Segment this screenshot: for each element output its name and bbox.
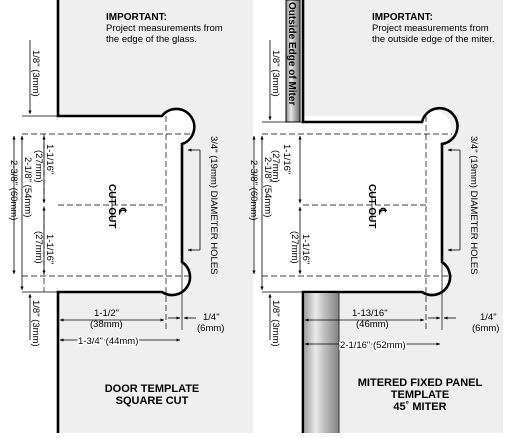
door-dim-total: 2-3/8" (60mm) xyxy=(8,160,19,220)
miter-dim-upper-half-mm: (27mm) xyxy=(270,150,281,183)
door-dim-upper-half: 1-1/16" xyxy=(44,144,55,174)
door-title-line2: SQUARE CUT xyxy=(116,395,189,407)
door-dim-lower-half-mm: (27mm) xyxy=(33,231,44,264)
door-note-line1: Project measurements from xyxy=(106,23,223,34)
miter-title-line2: TEMPLATE xyxy=(391,389,449,401)
door-dim-lower-half: 1-1/16" xyxy=(44,234,55,264)
miter-dim-upper-half: 1-1/16" xyxy=(281,144,292,174)
door-dim-top: 1/8" (3mm) xyxy=(30,50,41,97)
miter-edge-bottom xyxy=(303,293,339,433)
miter-dim-total: 2-3/8" (60mm) xyxy=(248,160,259,220)
door-note-line2: the edge of the glass. xyxy=(106,34,197,45)
mitered-template: Outside Edge of Miter IMPORTANT: Project… xyxy=(248,0,503,433)
door-dim-right: 1/4" xyxy=(203,312,220,323)
mitered-glass-panel xyxy=(303,0,503,433)
miter-dim-lower-half: 1-1/16" xyxy=(300,234,311,264)
miter-title-line3: 45˚ MITER xyxy=(393,401,446,413)
miter-note-line1: Project measurements from xyxy=(372,23,489,34)
door-dim-upper-half-mm: (27mm) xyxy=(33,150,44,183)
miter-dim-top: 1/8" (3mm) xyxy=(270,50,281,97)
door-dim-bottom: 1/8" (3mm) xyxy=(30,300,41,347)
miter-note-title: IMPORTANT: xyxy=(372,12,433,23)
door-dim-middle: 2-1/8" (54mm) xyxy=(22,157,33,217)
miter-dim-middle: 2-1/8" (54mm) xyxy=(262,157,273,217)
miter-cutout-label: CUT OUT xyxy=(366,184,377,228)
miter-dim-right-mm: (6mm) xyxy=(472,323,499,334)
door-hole-label: 3/4" (19mm) DIAMETER HOLES xyxy=(208,136,219,275)
door-template: IMPORTANT: Project measurements from the… xyxy=(8,0,253,433)
door-note-title: IMPORTANT: xyxy=(106,12,167,23)
miter-edge-label: Outside Edge of Miter xyxy=(286,2,297,105)
door-dim-inner-width: 1-1/2" xyxy=(94,308,119,319)
miter-title-line1: MITERED FIXED PANEL xyxy=(358,377,483,389)
door-dim-inner-width-mm: (38mm) xyxy=(90,319,123,330)
miter-centerline-symbol: ℄ xyxy=(376,207,387,215)
door-glass-panel xyxy=(58,0,253,433)
miter-dim-outer-width: 2-1/16" (52mm) xyxy=(340,340,406,351)
mitered-glass-outline xyxy=(301,0,459,433)
miter-hole-label: 3/4" (19mm) DIAMETER HOLES xyxy=(468,136,479,275)
door-dim-outer-width: 1-3/4" (44mm) xyxy=(78,336,138,347)
door-centerline-symbol: ℄ xyxy=(116,207,127,215)
door-dim-right-mm: (6mm) xyxy=(197,323,224,334)
miter-dim-bottom: 1/8" (3mm) xyxy=(270,300,281,347)
miter-dim-right: 1/4" xyxy=(480,312,497,323)
miter-dim-lower-half-mm: (27mm) xyxy=(289,231,300,264)
door-glass-outline xyxy=(56,0,196,433)
miter-dim-inner-width-mm: (46mm) xyxy=(356,319,389,330)
door-title-line1: DOOR TEMPLATE xyxy=(105,383,200,395)
miter-dim-inner-width: 1-13/16" xyxy=(352,308,388,319)
door-cutout-label: CUT OUT xyxy=(106,184,117,228)
miter-note-line2: the outside edge of the miter. xyxy=(372,34,495,45)
